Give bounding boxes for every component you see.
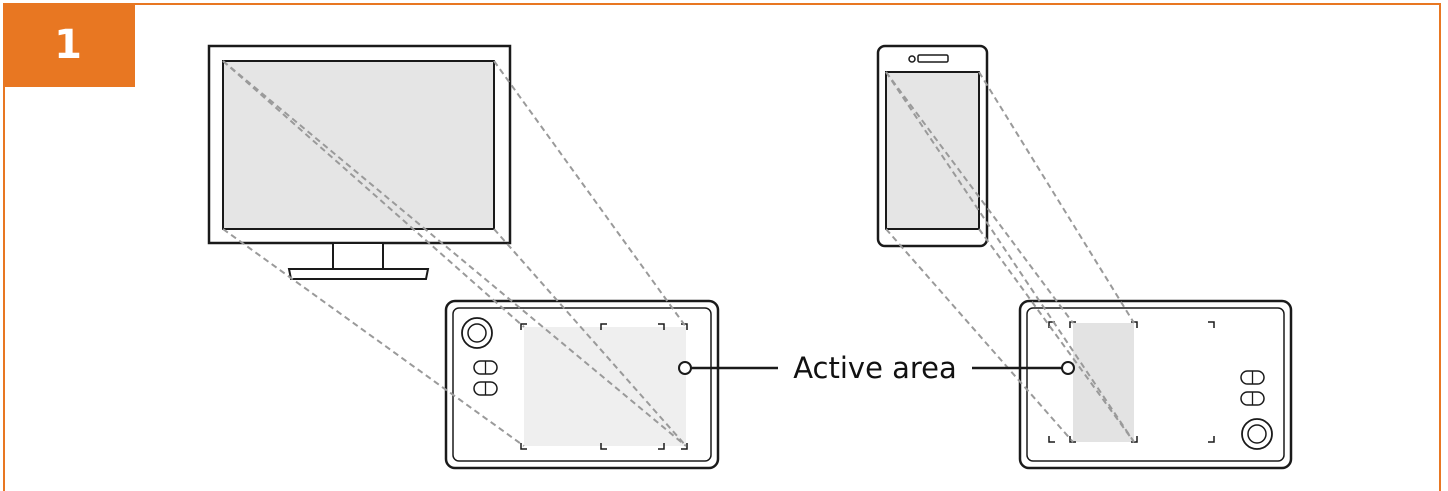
active-area-right [1073, 323, 1134, 442]
phone-speaker [917, 54, 949, 63]
step-frame [3, 3, 1441, 491]
tablet-right-inner [1026, 307, 1285, 462]
active-area-label: Active area [793, 351, 957, 385]
tablet-left-inner [452, 307, 712, 462]
pen-tablet-left [444, 299, 720, 470]
phone-illustration [876, 44, 989, 248]
phone-camera-icon [908, 55, 916, 63]
active-area-left [524, 327, 686, 446]
projection-lines [222, 60, 1135, 447]
phone-screen [885, 71, 980, 230]
express-dial-inner [467, 323, 487, 343]
step-number-badge: 1 [3, 3, 135, 87]
active-area-corner-marks [520, 323, 688, 450]
monitor-neck [332, 242, 384, 270]
monitor-illustration [207, 44, 512, 280]
pen-tablet-right [1018, 299, 1293, 470]
callout-dot-left [678, 361, 692, 375]
express-dial-right-inner [1247, 424, 1267, 444]
monitor-base [287, 268, 430, 280]
callout-dot-right [1061, 361, 1075, 375]
monitor-screen [222, 60, 495, 230]
active-area-callout: Active area [678, 351, 1075, 385]
